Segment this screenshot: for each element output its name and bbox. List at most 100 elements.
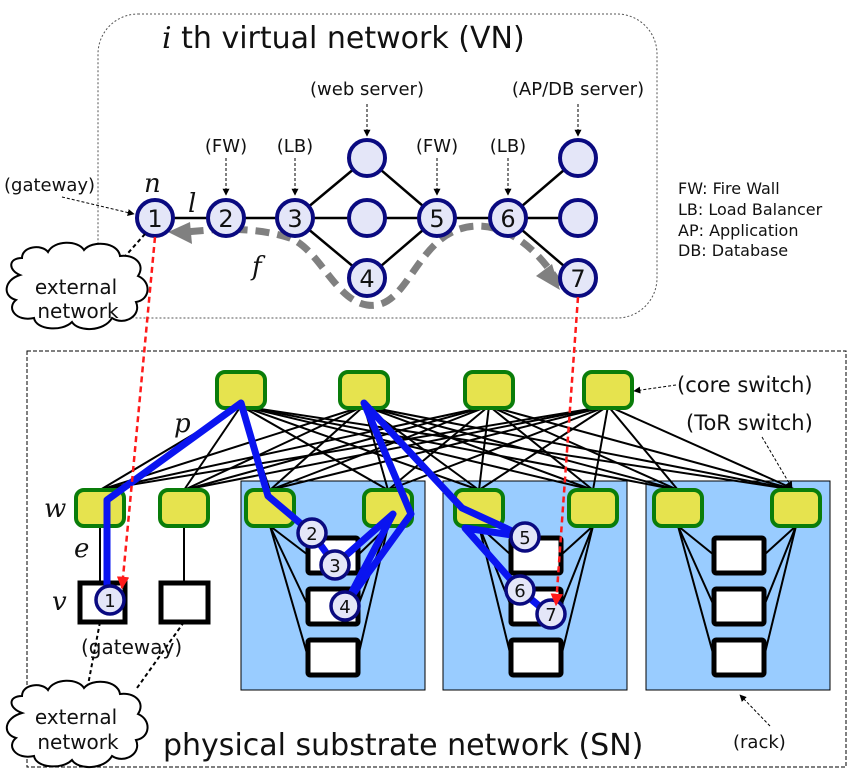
rack-2-tor-right-server-2-link bbox=[560, 525, 594, 607]
vn-node-4[interactable] bbox=[347, 258, 387, 298]
label-rack: (rack) bbox=[733, 732, 786, 753]
tor-switch-8[interactable] bbox=[770, 488, 822, 528]
vn-node-3[interactable] bbox=[275, 198, 315, 238]
vn-external-network-line1: external bbox=[35, 275, 117, 299]
sn-title: physical substrate network (SN) bbox=[163, 728, 643, 763]
rack-1-server-3[interactable] bbox=[305, 637, 361, 678]
mapped-nodes bbox=[94, 517, 567, 630]
label-fw1: (FW) bbox=[205, 136, 247, 157]
sn-gateway-external-link-1 bbox=[87, 621, 101, 686]
core-4-tor-8-link bbox=[607, 405, 797, 491]
mapped-node-6[interactable] bbox=[504, 574, 536, 606]
rack-3-tor-right-server-1-link bbox=[763, 525, 797, 556]
vn-node-2[interactable] bbox=[206, 198, 246, 238]
vn-node-web-mid[interactable] bbox=[347, 198, 387, 238]
sn-annotation-arrows bbox=[633, 384, 793, 727]
vn-node-1-label: 1 bbox=[147, 205, 162, 233]
rack-2-server-3[interactable] bbox=[508, 637, 564, 678]
sn-external-network-line1: external bbox=[35, 705, 117, 729]
core-1-tor-4-link bbox=[240, 405, 389, 491]
core-4-tor-3-link bbox=[269, 405, 609, 491]
mapping-arrow-node-7 bbox=[550, 296, 580, 607]
vn-node-7[interactable] bbox=[558, 258, 598, 298]
tor-switch-arrow bbox=[761, 436, 793, 489]
vn-node-5[interactable] bbox=[417, 198, 457, 238]
rack-3-server-1[interactable] bbox=[711, 535, 767, 576]
legend-item-fw: FW: Fire Wall bbox=[678, 179, 780, 198]
rack-3-tor-right-server-2-link bbox=[763, 525, 797, 607]
mapped-node-7-label: 7 bbox=[545, 605, 556, 626]
core-4-tor-1-link bbox=[99, 405, 609, 491]
label-lb2: (LB) bbox=[490, 136, 526, 157]
vn-flow-arrowhead-right bbox=[536, 264, 560, 290]
vn-node-2-label: 2 bbox=[218, 205, 233, 233]
rack-arrow bbox=[739, 694, 771, 727]
mapped-node-1[interactable] bbox=[94, 584, 126, 616]
rack-1-tor-left-server-1-link bbox=[269, 525, 309, 556]
core-1-tor-6-link bbox=[240, 405, 594, 491]
label-lb1: (LB) bbox=[277, 136, 313, 157]
core-switch-4[interactable] bbox=[582, 370, 634, 410]
tor-switch-3[interactable] bbox=[244, 488, 296, 528]
tor-switch-7[interactable] bbox=[652, 488, 704, 528]
mapped-node-2-label: 2 bbox=[306, 524, 317, 545]
core-4-tor-2-link bbox=[183, 405, 609, 491]
tor-server-links bbox=[99, 526, 185, 583]
mapped-node-3[interactable] bbox=[319, 549, 351, 581]
vn-node-labels: 1 2 3 4 5 6 7 bbox=[147, 205, 585, 293]
rack-3-server-2[interactable] bbox=[711, 586, 767, 627]
server-gateway-2[interactable] bbox=[158, 580, 211, 625]
var-p: p bbox=[174, 409, 191, 439]
rack-3-server-3[interactable] bbox=[711, 637, 767, 678]
tor-switch-6[interactable] bbox=[567, 488, 619, 528]
core-2-tor-7-link bbox=[363, 405, 679, 491]
vn-node-ap-top[interactable] bbox=[558, 138, 598, 178]
core-2-tor-2-link bbox=[183, 405, 365, 491]
mapped-node-4[interactable] bbox=[329, 590, 361, 622]
embedding-path-4 bbox=[461, 524, 554, 619]
rack-3-tor-left-server-2-link bbox=[677, 525, 715, 607]
vn-node-6-label: 6 bbox=[500, 205, 515, 233]
servers bbox=[77, 535, 767, 678]
mapped-node-5[interactable] bbox=[509, 521, 541, 553]
label-sn-gateway: (gateway) bbox=[81, 635, 182, 659]
var-v: v bbox=[52, 587, 67, 617]
legend-item-lb: LB: Load Balancer bbox=[678, 200, 823, 219]
vn-title-text: th virtual network (VN) bbox=[172, 21, 525, 56]
core-2-tor-6-link bbox=[363, 405, 594, 491]
tor-switch-2[interactable] bbox=[158, 488, 210, 528]
core-4-tor-7-link bbox=[607, 405, 679, 491]
vn-boundary bbox=[97, 13, 658, 319]
core-switch-3[interactable] bbox=[463, 370, 515, 410]
core-1-tor-7-link bbox=[240, 405, 679, 491]
core-3-tor-6-link bbox=[488, 405, 594, 491]
vn-title-var: i bbox=[162, 21, 172, 56]
vn-node-ap-mid[interactable] bbox=[558, 198, 598, 238]
core-2-tor-3-link bbox=[269, 405, 365, 491]
legend-item-ap: AP: Application bbox=[678, 221, 798, 240]
vn-flow-arrowhead-left bbox=[168, 222, 192, 244]
vn-annotation-arrows bbox=[61, 104, 582, 216]
var-w: w bbox=[44, 494, 66, 524]
vn-node-1[interactable] bbox=[135, 198, 175, 238]
var-n: n bbox=[144, 169, 161, 199]
embedding-path-3 bbox=[341, 399, 529, 609]
label-core-switch: (core switch) bbox=[677, 373, 813, 397]
label-vn-gateway: (gateway) bbox=[4, 175, 95, 196]
mapped-node-2[interactable] bbox=[296, 517, 328, 549]
tor-switch-5[interactable] bbox=[453, 488, 505, 528]
embedding-path-2 bbox=[308, 510, 397, 609]
embedding-path-1 bbox=[103, 399, 316, 614]
mapped-node-3-label: 3 bbox=[329, 556, 340, 577]
mapped-node-1-label: 1 bbox=[104, 591, 115, 612]
core-1-tor-2-link bbox=[183, 405, 242, 491]
rack-1-tor-left-server-2-link bbox=[269, 525, 309, 607]
legend: FW: Fire Wall LB: Load Balancer AP: Appl… bbox=[678, 179, 823, 260]
vn-node-6[interactable] bbox=[488, 198, 528, 238]
rack-2-tor-right-server-1-link bbox=[560, 525, 594, 556]
vn-title: i th virtual network (VN) bbox=[162, 21, 525, 56]
rack-1-tor-left-server-3-link bbox=[269, 525, 309, 658]
vn-node-web-top[interactable] bbox=[347, 138, 387, 178]
mapping-arrow-node-1 bbox=[116, 236, 157, 590]
